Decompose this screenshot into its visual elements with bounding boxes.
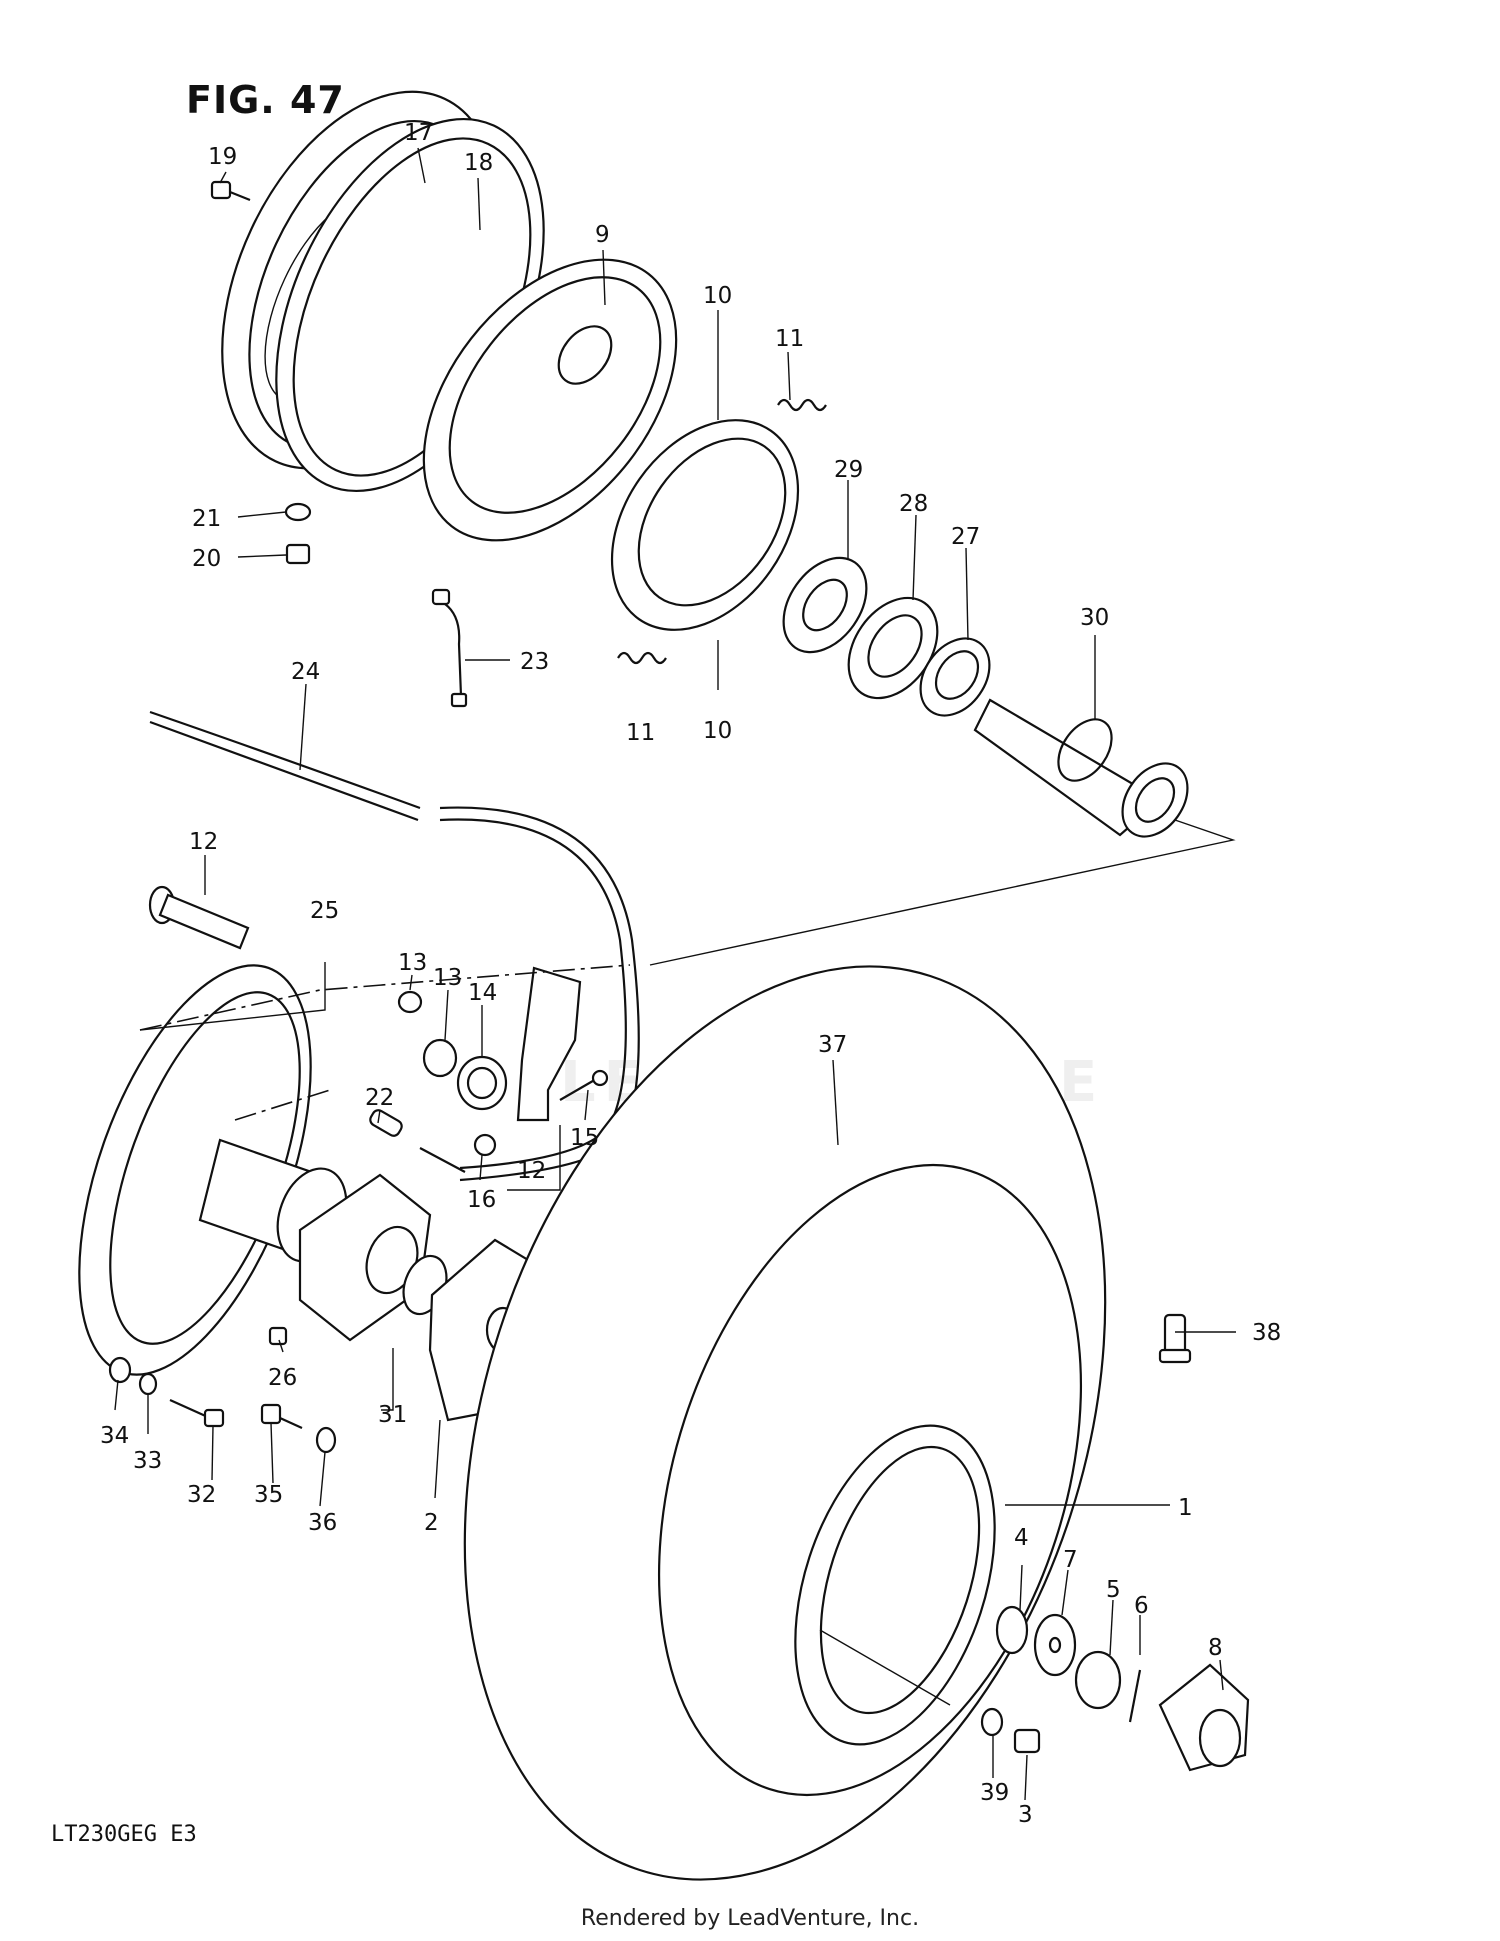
bearing-30 (847, 596, 939, 700)
nut-18 (473, 1133, 497, 1157)
callout-20: 18 (464, 150, 493, 176)
callout-15: 13 (433, 965, 462, 991)
washer-36 (108, 1356, 132, 1384)
nut-3 (1013, 1728, 1041, 1754)
callout-28: 26 (268, 1365, 297, 1391)
tire-39 (463, 965, 1107, 1881)
callout-labels: 17 18 9 10 11 29 28 27 30 19 21 20 23 11… (100, 120, 1281, 1828)
washer-23 (284, 502, 312, 522)
callout-23: 21 (192, 506, 221, 532)
callout-26: 24 (291, 659, 320, 685)
bearing-29 (919, 637, 991, 717)
bolt-21 (210, 180, 251, 202)
callout-17: 15 (570, 1125, 599, 1151)
callout-16: 14 (468, 980, 497, 1006)
callout-1: 1 (1178, 1495, 1193, 1521)
callout-18: 16 (467, 1187, 496, 1213)
figure-title: FIG. 47 (186, 78, 345, 122)
wheel-rim-1 (794, 1424, 996, 1746)
o-ring-13 (397, 990, 423, 1014)
callout-31: 29 (834, 457, 863, 483)
breather-25 (431, 588, 468, 708)
pin-24 (369, 1109, 403, 1137)
callout-5: 5 (1106, 1577, 1121, 1603)
bolt-28 (268, 1326, 288, 1346)
callout-12: 12 (189, 829, 218, 855)
callout-35: 33 (133, 1448, 162, 1474)
spring-11-top (777, 398, 827, 412)
bolt-34 (169, 1398, 225, 1428)
spacer-32 (973, 698, 1189, 838)
callout-29: 27 (951, 524, 980, 550)
callout-36: 34 (100, 1423, 129, 1449)
cap-8 (1158, 1663, 1250, 1772)
cotter-pin-6 (1128, 1669, 1142, 1723)
callout-30: 28 (899, 491, 928, 517)
callout-3: 3 (1018, 1802, 1033, 1828)
washer-7 (1033, 1613, 1077, 1677)
leader-lines (114, 147, 1236, 1801)
callout-24: 22 (365, 1085, 394, 1111)
washer-4 (995, 1605, 1029, 1655)
callout-38: 36 (308, 1510, 337, 1536)
spring-16 (456, 1055, 508, 1111)
spring-11-bottom (617, 651, 667, 665)
callout-2: 2 (424, 1510, 439, 1536)
callout-27: 25 (310, 898, 339, 924)
assembly-line-a (139, 964, 631, 1031)
bolt-17 (559, 1069, 609, 1101)
brake-shoe-10 (610, 419, 800, 631)
callout-21: 19 (208, 144, 237, 170)
callout-32: 30 (1080, 605, 1109, 631)
callout-41: 39 (980, 1780, 1009, 1806)
bolt-12 (148, 885, 250, 950)
callout-11b: 11 (626, 720, 655, 746)
callout-33: 31 (378, 1402, 407, 1428)
brake-arm-14 (516, 966, 582, 1122)
callout-4: 4 (1014, 1525, 1029, 1551)
nut-22 (285, 543, 311, 565)
callout-7: 7 (1063, 1547, 1078, 1573)
callout-40: 38 (1252, 1320, 1281, 1346)
axle-centerline (819, 1629, 951, 1706)
washer-35 (138, 1372, 158, 1396)
callout-6: 6 (1134, 1593, 1149, 1619)
callout-10b: 10 (703, 718, 732, 744)
callout-37: 35 (254, 1482, 283, 1508)
callout-8: 8 (1208, 1635, 1223, 1661)
bushing-15 (422, 1038, 458, 1078)
hub-flange (298, 1173, 448, 1342)
callout-13: 13 (398, 950, 427, 976)
callout-19: 17 (404, 120, 433, 146)
callout-9: 9 (595, 222, 610, 248)
castle-nut-5 (1074, 1650, 1122, 1710)
oil-seal-31 (782, 556, 868, 654)
footer-credit: Rendered by LeadVenture, Inc. (580, 1906, 920, 1931)
callout-10a: 10 (703, 283, 732, 309)
callout-34: 32 (187, 1482, 216, 1508)
bolt-37 (260, 1403, 303, 1430)
callout-25: 23 (520, 649, 549, 675)
assembly-line-b (234, 1089, 331, 1121)
callout-39: 37 (818, 1032, 847, 1058)
callout-11a: 11 (775, 326, 804, 352)
stud-40 (1158, 1313, 1192, 1364)
callout-22: 20 (192, 546, 221, 572)
washer-41 (980, 1707, 1004, 1737)
housing-27 (78, 964, 348, 1376)
rod-18 (419, 1147, 466, 1173)
hose-26 (149, 710, 640, 1182)
washer-38 (315, 1426, 337, 1454)
brake-drum-9 (422, 258, 678, 542)
callout-14: 12 (517, 1158, 546, 1184)
model-code: LT230GEG E3 (51, 1822, 197, 1847)
